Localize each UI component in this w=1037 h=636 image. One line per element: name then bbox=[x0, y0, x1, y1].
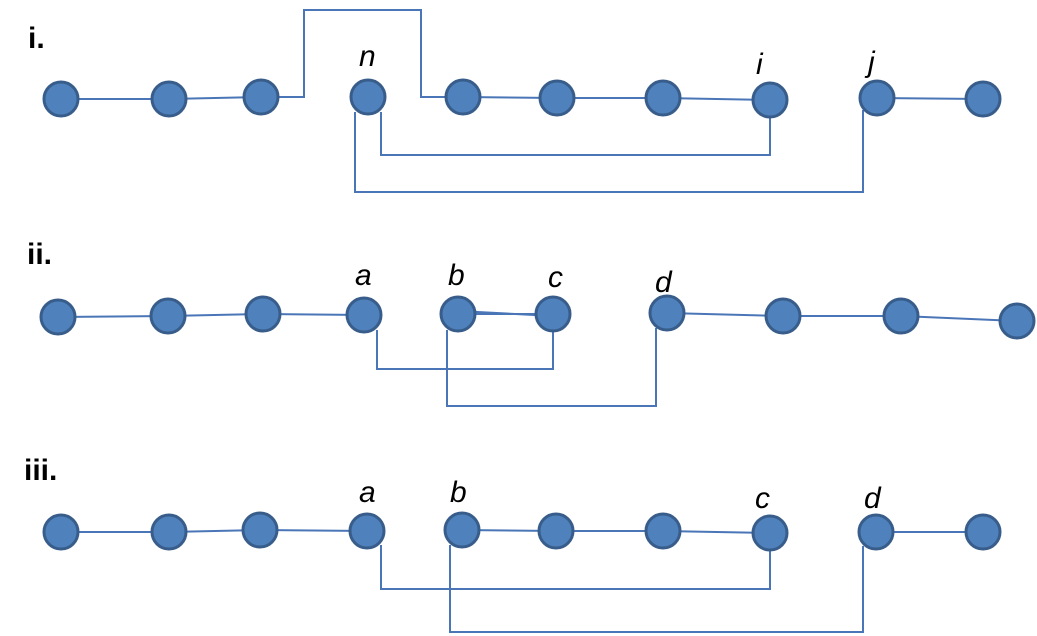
node-j bbox=[858, 79, 896, 117]
node-label-a: a bbox=[355, 259, 372, 292]
panel-iii: iii. a b c d bbox=[24, 454, 1002, 633]
node bbox=[644, 79, 682, 117]
node bbox=[964, 80, 1002, 118]
edge bbox=[666, 312, 784, 317]
node bbox=[149, 297, 187, 335]
node bbox=[882, 297, 920, 335]
node bbox=[964, 513, 1002, 551]
panel-ii-label: ii. bbox=[27, 238, 52, 271]
node-label-d: d bbox=[864, 482, 882, 515]
node-n bbox=[349, 78, 387, 116]
edge-a-to-c bbox=[380, 545, 771, 590]
node-i bbox=[751, 81, 789, 119]
edge-a-to-c bbox=[376, 330, 554, 370]
edge-b-to-d bbox=[446, 328, 657, 407]
node bbox=[42, 513, 80, 551]
node bbox=[537, 512, 575, 550]
node-label-c: c bbox=[548, 261, 563, 294]
node bbox=[241, 511, 279, 549]
node bbox=[42, 80, 80, 118]
node-c bbox=[534, 295, 572, 333]
edge-b-to-d bbox=[449, 545, 864, 633]
node-label-b: b bbox=[448, 259, 465, 292]
node bbox=[150, 513, 188, 551]
node-label-j: j bbox=[864, 46, 876, 79]
node-label-i: i bbox=[756, 48, 764, 81]
node-c bbox=[751, 514, 789, 552]
node bbox=[444, 78, 482, 116]
node-label-n: n bbox=[359, 40, 376, 73]
panel-ii: ii. a b c d bbox=[27, 238, 1036, 407]
edge-n-to-j bbox=[354, 110, 864, 193]
node bbox=[244, 295, 282, 333]
node bbox=[644, 512, 682, 550]
panel-iii-label: iii. bbox=[24, 454, 57, 487]
node bbox=[538, 79, 576, 117]
node-d bbox=[857, 513, 895, 551]
node bbox=[39, 298, 77, 336]
panel-i: i. n i j bbox=[28, 9, 1002, 193]
node-label-b: b bbox=[450, 476, 467, 509]
node-a bbox=[348, 512, 386, 550]
node bbox=[998, 302, 1036, 340]
node-a bbox=[345, 296, 383, 334]
node bbox=[242, 78, 280, 116]
node-d bbox=[648, 294, 686, 332]
edge-bypass-loop bbox=[261, 9, 463, 98]
edge bbox=[900, 315, 1018, 322]
node-b bbox=[439, 295, 477, 333]
node-label-c: c bbox=[755, 482, 770, 515]
node-label-a: a bbox=[359, 476, 376, 509]
panel-i-label: i. bbox=[28, 22, 45, 55]
node bbox=[764, 297, 802, 335]
edge-n-to-i bbox=[380, 112, 771, 156]
node bbox=[150, 80, 188, 118]
node-label-d: d bbox=[655, 266, 673, 299]
node-b bbox=[443, 511, 481, 549]
